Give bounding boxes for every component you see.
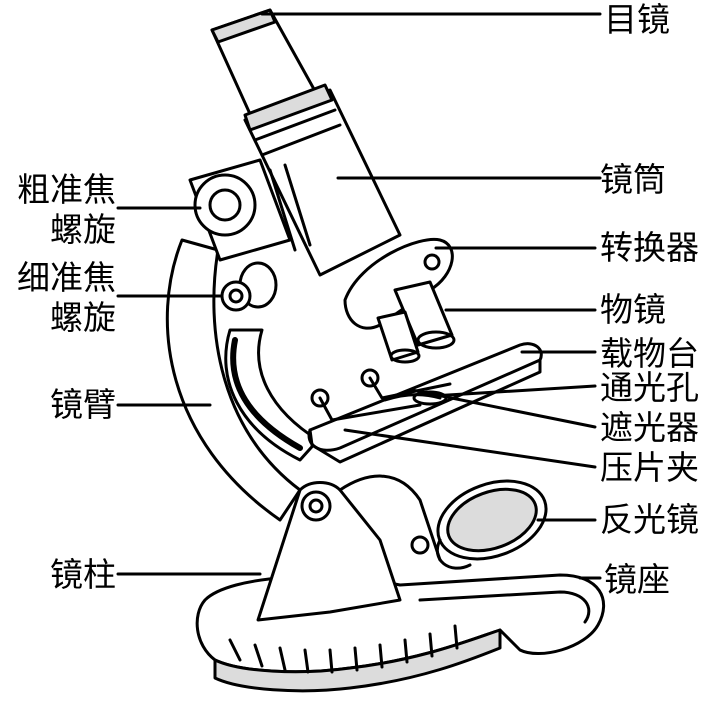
label-pillar: 镜柱 — [50, 555, 116, 594]
arm-shape — [165, 238, 320, 522]
fine-focus-shape — [220, 261, 278, 312]
eyepiece-shape — [210, 8, 334, 132]
label-stage-hole: 通光孔 — [600, 368, 699, 407]
pillar-shape — [256, 474, 442, 622]
label-stage-clip: 压片夹 — [600, 448, 699, 487]
nosepiece-shape — [343, 237, 454, 330]
label-fine-focus-line1: 细准焦 — [17, 258, 116, 297]
objectives-shape — [376, 280, 456, 364]
stage-shape — [307, 342, 543, 464]
label-stage: 载物台 — [600, 334, 699, 373]
label-arm: 镜臂 — [50, 385, 116, 424]
mirror-shape — [410, 479, 548, 570]
coarse-focus-shape — [188, 158, 292, 262]
label-coarse-focus-line2: 螺旋 — [50, 210, 116, 249]
label-objective: 物镜 — [600, 290, 666, 329]
label-base: 镜座 — [604, 560, 670, 599]
label-mirror: 反光镜 — [600, 500, 699, 539]
label-diaphragm: 遮光器 — [600, 408, 699, 447]
label-tube: 镜筒 — [600, 160, 666, 199]
base-shape — [195, 573, 606, 693]
label-nosepiece: 转换器 — [600, 228, 699, 267]
label-eyepiece: 目镜 — [604, 0, 670, 39]
leader-lines — [116, 12, 602, 580]
label-fine-focus-line2: 螺旋 — [50, 298, 116, 337]
label-coarse-focus-line1: 粗准焦 — [17, 170, 116, 209]
